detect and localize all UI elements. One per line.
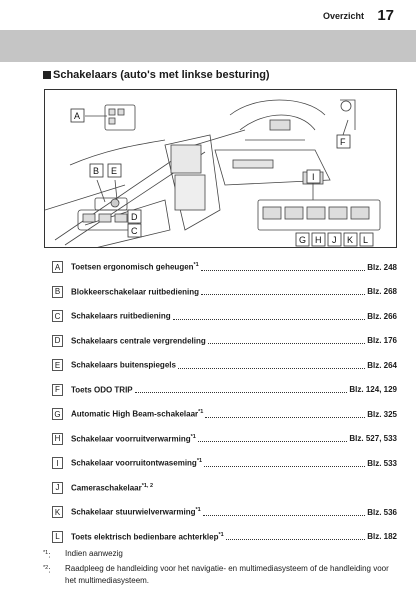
leader-dots: [202, 514, 366, 516]
figure-callout-l: L: [363, 235, 368, 245]
item-text: Cameraschakelaar*1, 2: [71, 482, 154, 493]
leader-dots: [205, 416, 366, 418]
figure-callout-g: G: [299, 235, 306, 245]
list-item: I Schakelaar voorruitontwaseming*1 Blz. …: [52, 451, 397, 476]
footnote-mark: *1:: [43, 550, 51, 560]
item-letter: C: [52, 310, 63, 323]
item-letter: F: [52, 383, 63, 396]
figure-illustration: A B E D C F I G H J K L: [45, 99, 381, 247]
item-text: Toetsen ergonomisch geheugen*1: [71, 262, 199, 273]
list-item: F Toets ODO TRIP Blz. 124, 129: [52, 378, 397, 403]
footnote: *2: Raadpleeg de handleiding voor het nav…: [43, 563, 395, 586]
item-letter: G: [52, 408, 63, 421]
item-text: Schakelaar voorruitverwarming*1: [71, 433, 196, 444]
item-page-ref: Blz. 533: [367, 458, 397, 468]
item-page-ref: Blz. 536: [367, 507, 397, 517]
figure-callout-c: C: [131, 226, 138, 236]
figure-callout-f: F: [340, 137, 346, 147]
footnote-text: Indien aanwezig: [65, 549, 123, 558]
leader-dots: [207, 343, 366, 345]
switch-list: A Toetsen ergonomisch geheugen*1 Blz. 24…: [52, 255, 397, 549]
item-letter: H: [52, 432, 63, 445]
item-text: Schakelaar stuurwielverwarming*1: [71, 507, 201, 518]
figure-callout-e: E: [111, 166, 117, 176]
list-item: A Toetsen ergonomisch geheugen*1 Blz. 24…: [52, 255, 397, 280]
item-letter: L: [52, 530, 63, 543]
item-text: Schakelaars buitenspiegels: [71, 361, 176, 371]
list-item: G Automatic High Beam-schakelaar*1 Blz. …: [52, 402, 397, 427]
item-letter: B: [52, 285, 63, 298]
figure-callout-j: J: [332, 235, 337, 245]
item-letter: I: [52, 457, 63, 470]
list-item: H Schakelaar voorruitverwarming*1 Blz. 5…: [52, 427, 397, 452]
item-text: Schakelaars centrale vergrendeling: [71, 336, 206, 346]
item-text: Toets elektrisch bedienbare achterklep*1: [71, 531, 224, 542]
figure-callout-b: B: [93, 166, 99, 176]
heading-square-icon: [43, 71, 51, 79]
item-page-ref: Blz. 248: [367, 262, 397, 272]
item-letter: K: [52, 506, 63, 519]
item-page-ref: Blz. 264: [367, 360, 397, 370]
section-name: Overzicht: [322, 11, 364, 21]
list-item: C Schakelaars ruitbediening Blz. 266: [52, 304, 397, 329]
page-number: 17: [377, 7, 394, 24]
leader-dots: [200, 269, 366, 271]
page-header: Overzicht 17: [0, 0, 416, 30]
footnote-text: Raadpleeg de handleiding voor het naviga…: [65, 564, 389, 585]
heading-text: Schakelaars (auto's met linkse besturing…: [53, 69, 270, 81]
footnote-mark: *2:: [43, 565, 51, 575]
leader-dots: [134, 392, 348, 394]
figure-callout-d: D: [131, 212, 138, 222]
item-letter: J: [52, 481, 63, 494]
item-letter: E: [52, 359, 63, 372]
item-page-ref: Blz. 325: [367, 409, 397, 419]
switch-location-figure: A B E D C F I G H J K L: [44, 89, 397, 248]
figure-callout-a: A: [74, 111, 80, 121]
list-item: L Toets elektrisch bedienbare achterklep…: [52, 525, 397, 550]
figure-callout-k: K: [347, 235, 353, 245]
figure-callout-i: I: [312, 172, 315, 182]
header-band: [0, 30, 416, 62]
item-page-ref: Blz. 176: [367, 336, 397, 346]
leader-dots: [177, 367, 366, 369]
leader-dots: [225, 539, 366, 541]
item-text: Schakelaar voorruitontwaseming*1: [71, 458, 203, 469]
list-item: D Schakelaars centrale vergrendeling Blz…: [52, 329, 397, 354]
leader-dots: [201, 294, 366, 296]
item-page-ref: Blz. 266: [367, 311, 397, 321]
item-page-ref: Blz. 527, 533: [349, 434, 397, 444]
item-text: Blokkeerschakelaar ruitbediening: [71, 287, 200, 297]
item-letter: A: [52, 261, 63, 274]
footnote: *1: Indien aanwezig: [43, 548, 395, 561]
section-heading: Schakelaars (auto's met linkse besturing…: [43, 69, 270, 81]
item-text: Automatic High Beam-schakelaar*1: [71, 409, 204, 420]
figure-callout-h: H: [315, 235, 322, 245]
item-page-ref: Blz. 124, 129: [349, 385, 397, 395]
list-item: B Blokkeerschakelaar ruitbediening Blz. …: [52, 280, 397, 305]
item-text: Toets ODO TRIP: [71, 385, 133, 395]
item-text: Schakelaars ruitbediening: [71, 312, 171, 322]
list-item: K Schakelaar stuurwielverwarming*1 Blz. …: [52, 500, 397, 525]
item-page-ref: Blz. 182: [367, 532, 397, 542]
leader-dots: [172, 318, 366, 320]
list-item: E Schakelaars buitenspiegels Blz. 264: [52, 353, 397, 378]
item-page-ref: Blz. 268: [367, 287, 397, 297]
leader-dots: [204, 465, 366, 467]
item-letter: D: [52, 334, 63, 347]
list-item: J Cameraschakelaar*1, 2: [52, 476, 397, 501]
leader-dots: [197, 441, 348, 443]
